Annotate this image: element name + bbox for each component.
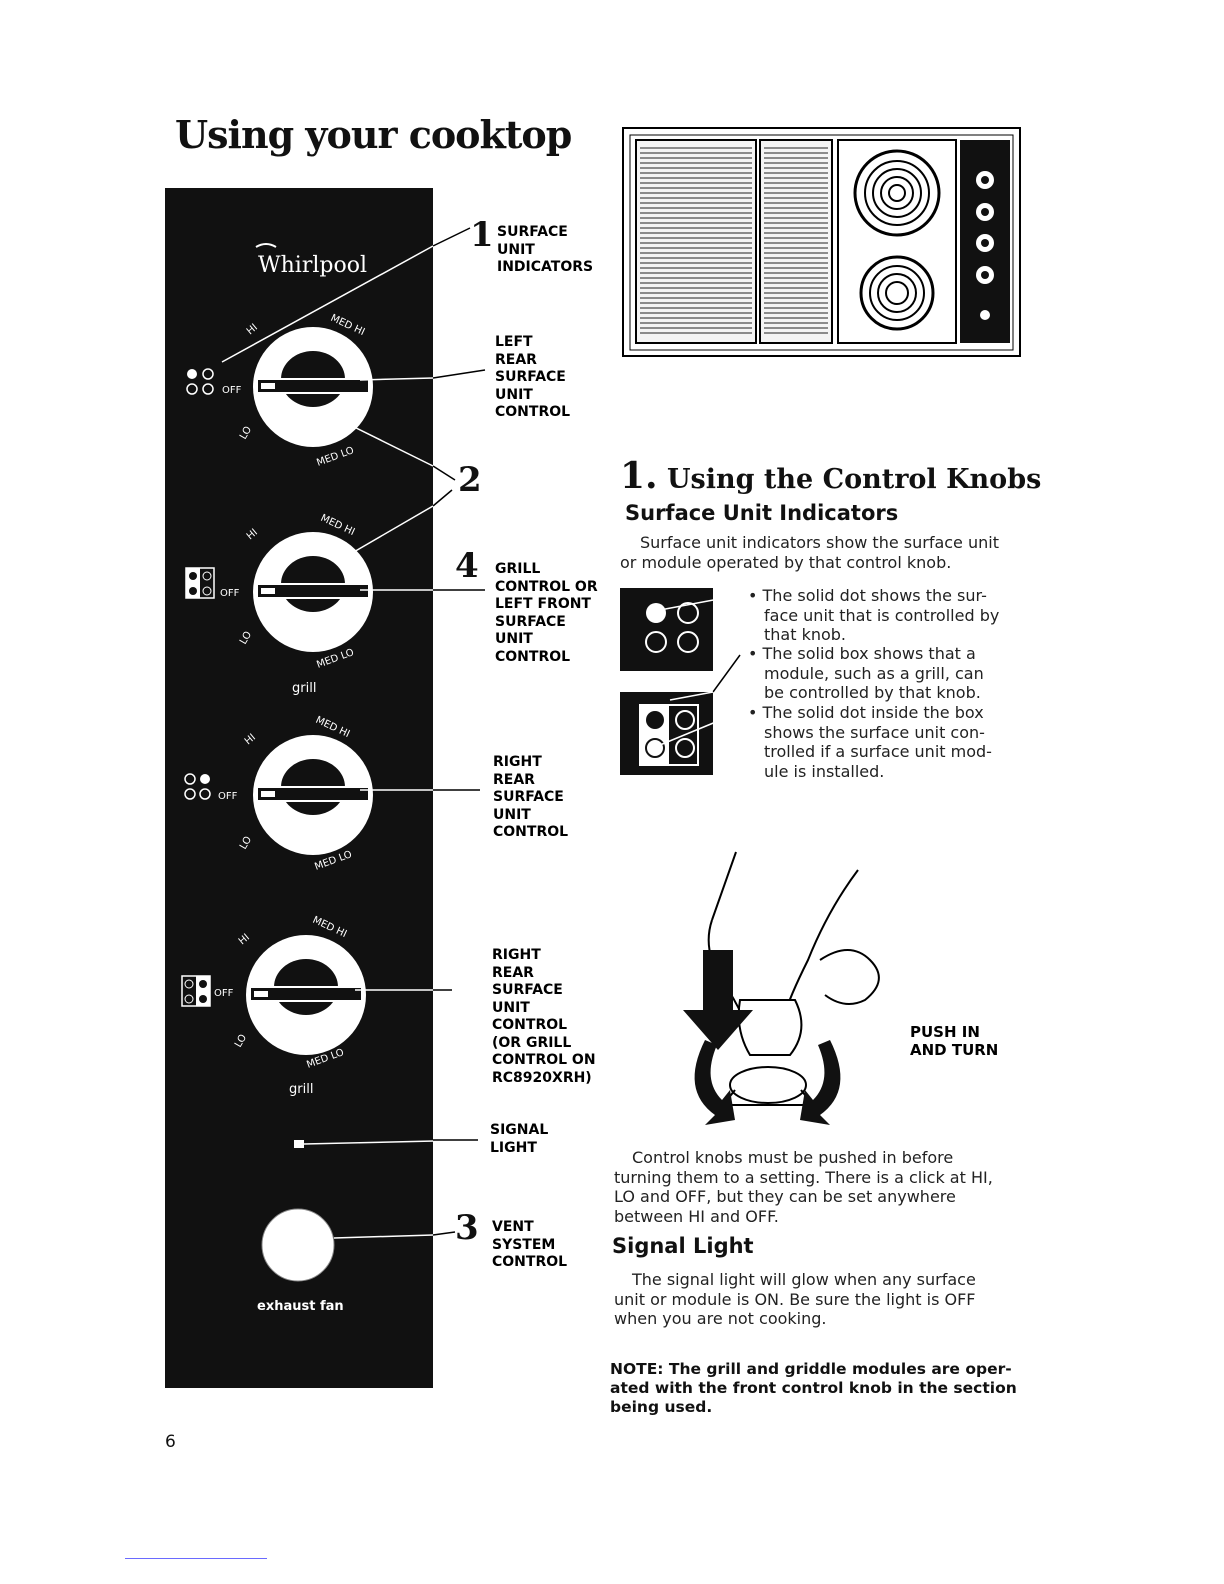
control-knobs-paragraph: Control knobs must be pushed in before t… bbox=[614, 1148, 993, 1226]
page-number: 6 bbox=[165, 1432, 176, 1452]
indicator-right-rear-icon bbox=[184, 773, 211, 800]
indicator-left-rear-icon bbox=[186, 368, 214, 395]
indicators-paragraph: Surface unit indicators show the surface… bbox=[620, 533, 999, 572]
callout-number-4: 4 bbox=[455, 546, 479, 586]
callout-number-3: 3 bbox=[455, 1208, 479, 1248]
indicator-example-dot bbox=[620, 588, 741, 671]
knob-grill bbox=[253, 532, 373, 652]
leader-lines bbox=[432, 227, 486, 1236]
knob2-lo-label: LO bbox=[238, 630, 254, 647]
knob3-hi-label: HI bbox=[243, 732, 258, 747]
knob3-lo-label: LO bbox=[238, 835, 254, 852]
surface-unit-right bbox=[859, 255, 935, 331]
knob1-lo-label: LO bbox=[238, 425, 254, 442]
signal-light-icon bbox=[294, 1140, 304, 1148]
callout-number-1: 1 bbox=[470, 215, 494, 255]
knob2-off-label: OFF bbox=[220, 588, 240, 599]
signal-light-subheading: Signal Light bbox=[612, 1234, 754, 1258]
indicator-grill-icon bbox=[185, 567, 215, 599]
knob-right-rear-grill bbox=[246, 935, 366, 1055]
callout-number-2: 2 bbox=[458, 460, 482, 500]
exhaust-fan-label: exhaust fan bbox=[257, 1299, 344, 1314]
indicator-example-box bbox=[620, 654, 741, 775]
knob4-grill-label: grill bbox=[289, 1082, 313, 1097]
bullet-solid-dot: • The solid dot shows the sur- face unit… bbox=[748, 586, 1000, 644]
knob1-off-label: OFF bbox=[222, 385, 242, 396]
section-heading: 1. Using the Control Knobs bbox=[620, 455, 1042, 497]
knob2-grill-label: grill bbox=[292, 681, 316, 696]
cooktop-illustration bbox=[622, 127, 1021, 357]
bullet-dot-in-box: • The solid dot inside the box shows the… bbox=[748, 703, 992, 781]
knob-left-rear bbox=[253, 327, 373, 447]
surface-unit-left bbox=[853, 149, 941, 237]
exhaust-fan-knob bbox=[261, 1208, 335, 1282]
knob1-medlo-label: MED LO bbox=[315, 445, 355, 469]
knob-right-rear bbox=[253, 735, 373, 855]
push-and-turn-illustration bbox=[683, 851, 880, 1125]
footer-rule bbox=[125, 1558, 267, 1559]
page-title: Using your cooktop bbox=[175, 112, 572, 157]
surface-indicators-subheading: Surface Unit Indicators bbox=[625, 501, 899, 525]
knob4-lo-label: LO bbox=[233, 1033, 249, 1050]
grill-note: NOTE: The grill and griddle modules are … bbox=[610, 1360, 1017, 1416]
knob4-hi-label: HI bbox=[237, 932, 252, 947]
knob4-off-label: OFF bbox=[214, 988, 234, 999]
indicator-right-grill-icon bbox=[181, 975, 211, 1007]
knob2-hi-label: HI bbox=[245, 527, 260, 542]
signal-light-paragraph: The signal light will glow when any surf… bbox=[614, 1270, 976, 1328]
bullet-solid-box: • The solid box shows that a module, suc… bbox=[748, 644, 984, 702]
brand-logo: Whirlpool bbox=[258, 253, 367, 278]
knob1-hi-label: HI bbox=[245, 322, 260, 337]
knob3-off-label: OFF bbox=[218, 791, 238, 802]
brand-swoosh-icon bbox=[255, 243, 277, 248]
